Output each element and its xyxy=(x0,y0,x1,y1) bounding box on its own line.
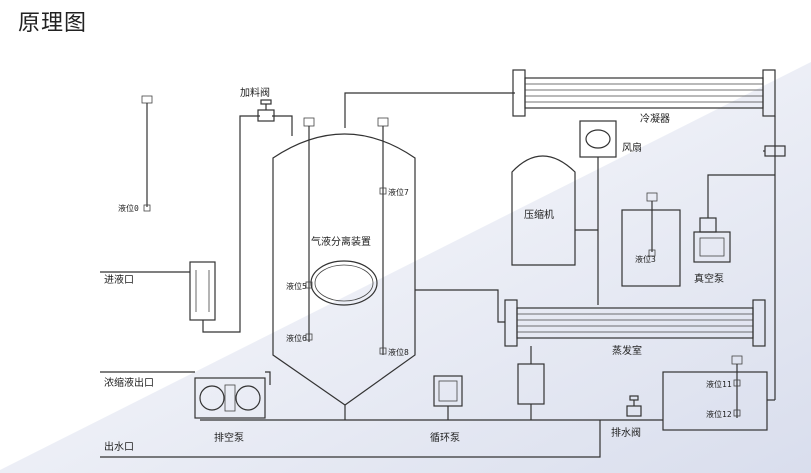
inlet-label: 进液口 xyxy=(104,273,134,286)
compressor-label: 压缩机 xyxy=(524,208,554,221)
vacuum-pump-label: 真空泵 xyxy=(694,272,724,285)
vacuum-chamber xyxy=(621,192,681,287)
drain-valve-label: 排水阀 xyxy=(611,426,641,439)
evaporator xyxy=(504,299,766,347)
sensor-label-s6: 液位6 xyxy=(286,333,307,343)
sensor-label-s7: 液位7 xyxy=(388,187,409,197)
right-valve-icon xyxy=(763,145,786,157)
background-shade xyxy=(0,62,811,473)
fan-label: 风扇 xyxy=(622,141,642,154)
vacuum-pump-icon xyxy=(693,174,775,263)
separator-vessel xyxy=(272,117,416,420)
circulation-pump-icon xyxy=(433,375,463,420)
sensor-label-s11: 液位11 xyxy=(706,379,732,389)
feed-line xyxy=(100,115,293,333)
circulation-pump-label: 循环泵 xyxy=(430,431,460,444)
collection-tank xyxy=(662,355,775,431)
compressor xyxy=(511,155,599,305)
sensor-label-s8: 液位8 xyxy=(388,347,409,357)
drain-valve-icon xyxy=(626,395,642,417)
exhaust-pump-icon xyxy=(194,377,266,419)
page-title: 原理图 xyxy=(18,11,88,36)
feed-valve-label: 加料阀 xyxy=(240,86,270,99)
sensor-label-s12: 液位12 xyxy=(706,409,732,419)
condenser-label: 冷凝器 xyxy=(640,112,670,125)
concentrate-outlet-label: 浓缩液出口 xyxy=(104,376,154,389)
evaporator-label: 蒸发室 xyxy=(612,344,642,357)
water-outlet-label: 出水口 xyxy=(104,440,134,453)
sensor-label-s3: 液位3 xyxy=(635,254,656,264)
small-tank xyxy=(517,346,545,420)
fan-icon xyxy=(579,120,617,158)
sensor-label-s0: 液位0 xyxy=(118,203,139,213)
left-level-probe: 液位0 xyxy=(118,95,153,213)
feed-valve-icon xyxy=(257,99,275,122)
condenser xyxy=(512,69,776,117)
separator-label: 气液分离装置 xyxy=(311,235,371,248)
exhaust-pump-label: 排空泵 xyxy=(214,431,244,444)
sensor-label-s5: 液位5 xyxy=(286,281,307,291)
